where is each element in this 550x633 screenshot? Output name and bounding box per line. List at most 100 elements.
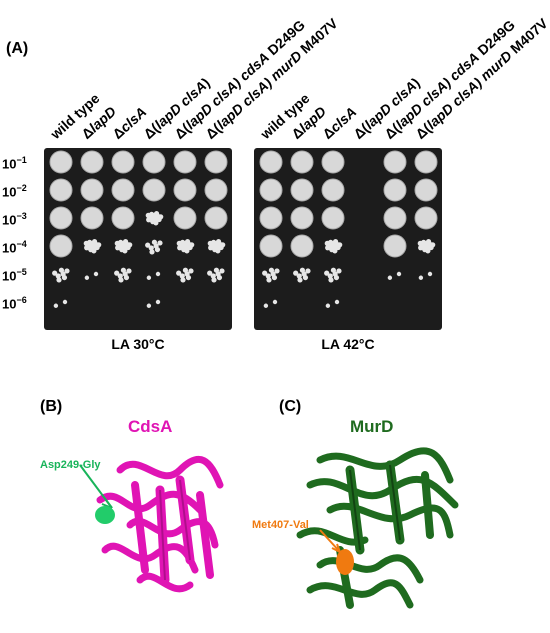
colony [153,220,159,226]
strain-label: ΔclsA [319,103,360,142]
colony [176,240,182,246]
colony [396,271,402,277]
colony [62,299,68,305]
colony [148,245,154,251]
colony [427,271,433,277]
colony [158,214,164,220]
colony [117,273,123,279]
colony [211,277,217,283]
colony [58,267,65,273]
colony [213,267,220,273]
colony [337,242,343,248]
colony [262,270,268,276]
colony [325,303,331,308]
growth-spot [321,178,345,202]
growth-spot [173,178,197,202]
growth-spot [49,150,73,174]
colony [324,270,330,276]
colony [180,277,186,283]
growth-spot [290,178,314,202]
colony [263,303,269,308]
colony [387,275,393,280]
growth-spot [259,178,283,202]
growth-spot [414,206,438,230]
growth-spot [204,150,228,174]
colony [271,274,278,281]
colony [115,245,121,251]
colony [208,245,214,251]
cdsa-mutation-label: Asp249-Gly [40,459,101,471]
colony [210,273,216,279]
colony [155,299,161,305]
colony [182,267,189,273]
colony [118,277,124,283]
colony [265,273,271,279]
growth-spot [204,206,228,230]
growth-spot [204,178,228,202]
colony [302,274,309,281]
growth-spot [259,206,283,230]
colony [215,239,222,245]
colony [425,239,432,245]
growth-spot [111,206,135,230]
colony [145,212,151,218]
colony [185,274,192,281]
colony [207,240,213,246]
condition-42c: LA 42°C [321,336,375,352]
colony [293,270,299,276]
panel-a-label: (A) [6,40,29,57]
colony [114,240,120,246]
colony [127,242,133,248]
colony [84,245,90,251]
colony [120,267,127,273]
colony [96,242,102,248]
growth-spot [290,234,314,258]
colony [216,274,223,281]
strain-label: Δ(lapD clsA) murD M407V [412,15,550,142]
panel-b-label: (B) [40,398,63,415]
colony [55,273,61,279]
colony [93,271,99,277]
colony [91,239,98,245]
colony [207,270,213,276]
colony [122,248,128,254]
growth-spot [321,150,345,174]
colony [219,268,225,274]
colony [274,268,280,274]
growth-spot [290,150,314,174]
colony [84,275,90,280]
colony [325,245,331,251]
growth-spot [173,206,197,230]
colony [179,273,185,279]
dilution-label: 10−2 [2,183,27,200]
colony [215,248,221,254]
growth-spot [111,150,135,174]
colony [184,239,191,245]
colony [324,240,330,246]
growth-spot [80,178,104,202]
colony [64,268,70,274]
growth-spot [290,206,314,230]
colony [188,268,194,274]
colony [272,299,278,305]
colony [327,273,333,279]
colony [122,239,129,245]
colony [177,245,183,251]
colony [151,239,158,245]
colony [146,303,152,308]
colony [176,270,182,276]
growth-spot [414,178,438,202]
colony [430,242,436,248]
colony [146,275,152,280]
plate-42c [254,148,442,330]
colony [296,273,302,279]
colony [299,267,306,273]
colony [425,248,431,254]
growth-spot [383,206,407,230]
growth-spot [321,206,345,230]
dilution-label: 10−1 [2,155,27,172]
colony [153,211,160,217]
murd-title: MurD [350,417,394,436]
colony [146,217,152,223]
plate-30c [44,148,232,330]
